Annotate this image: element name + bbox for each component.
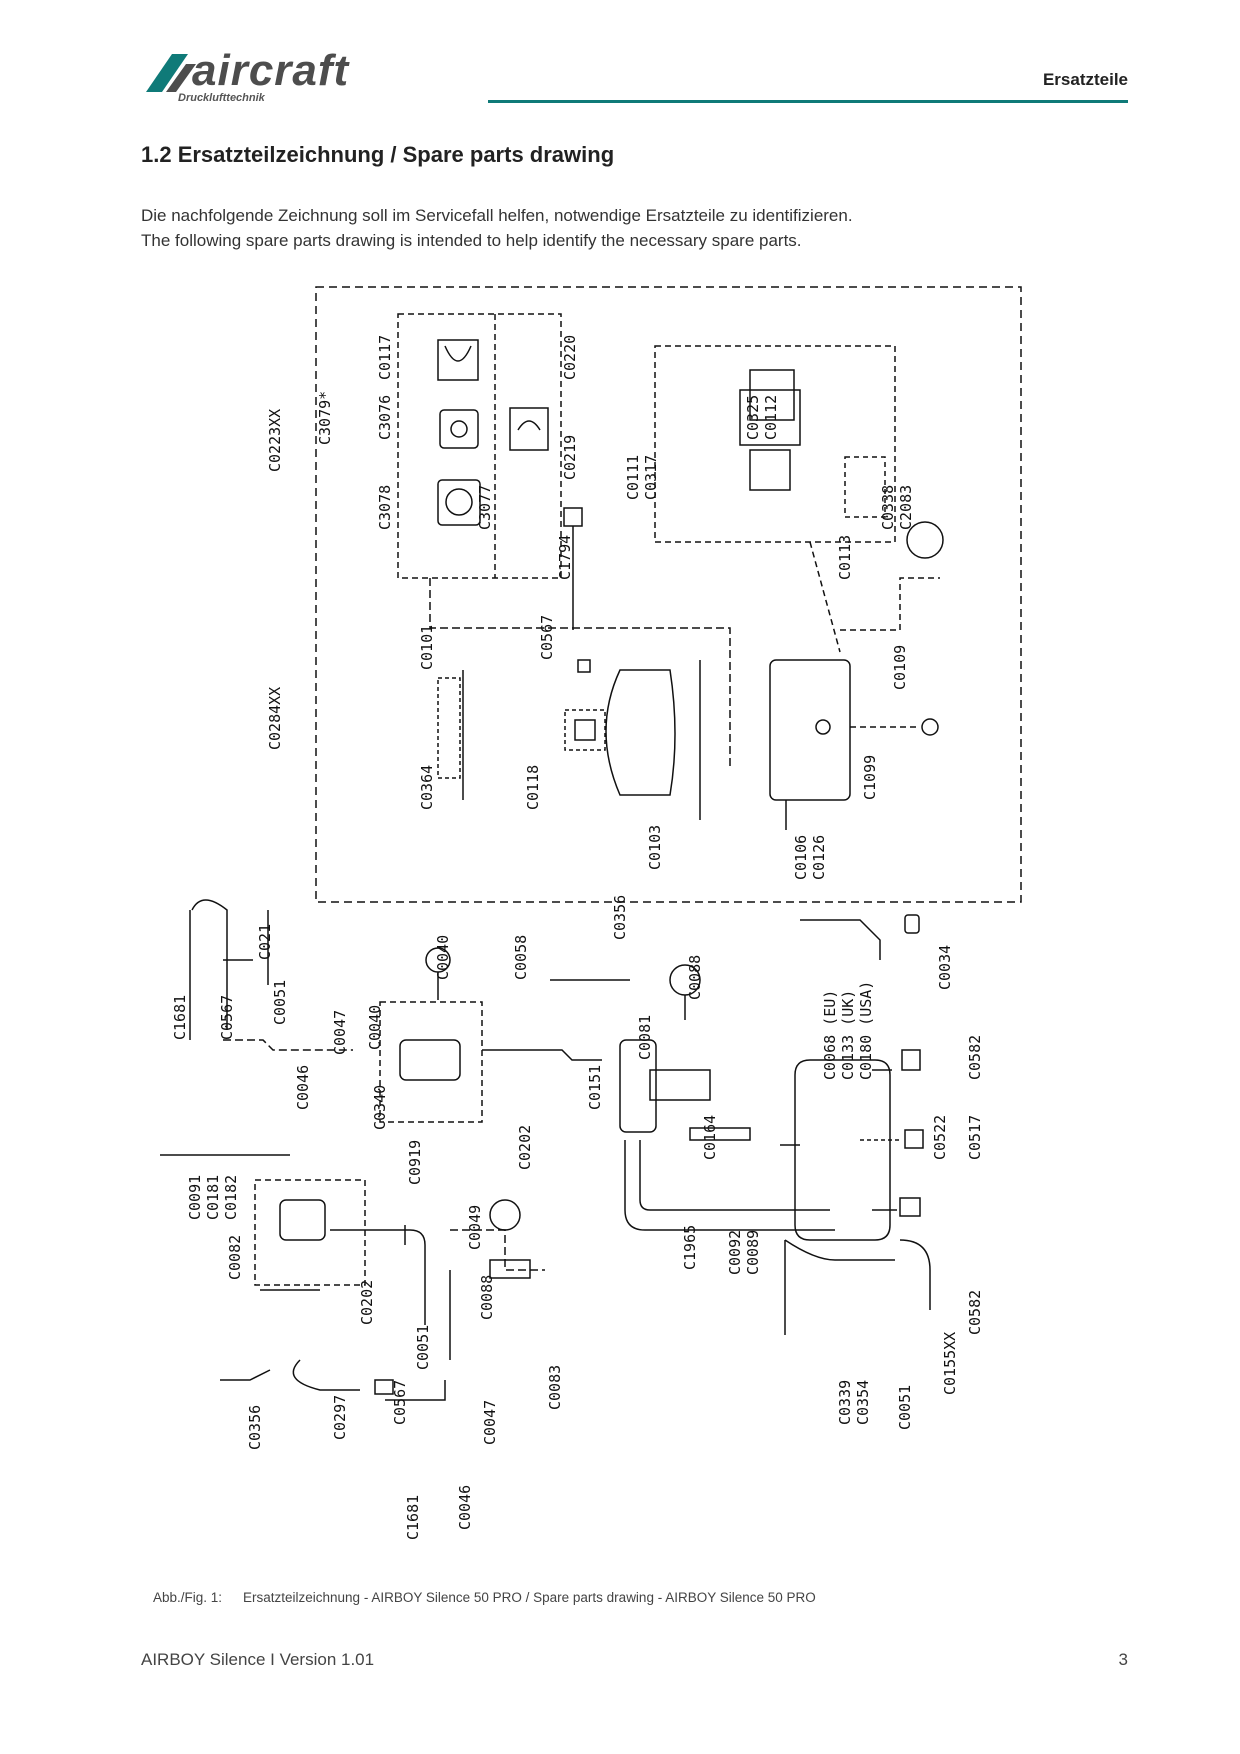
- footer-document-version: AIRBOY Silence I Version 1.01: [141, 1650, 375, 1669]
- svg-text:C0317: C0317: [642, 455, 660, 500]
- svg-text:C0111: C0111: [624, 455, 642, 500]
- section-tag: Ersatzteile: [1042, 70, 1128, 89]
- svg-text:C0091: C0091: [186, 1175, 204, 1220]
- svg-text:C0354: C0354: [854, 1380, 872, 1425]
- svg-text:C0068 (EU): C0068 (EU): [821, 990, 839, 1080]
- svg-text:C0103: C0103: [646, 825, 664, 870]
- svg-text:C0089: C0089: [744, 1230, 762, 1275]
- figure-caption: Abb./Fig. 1: Ersatzteilzeichnung - AIRBOY…: [153, 1590, 816, 1605]
- svg-text:C0582: C0582: [966, 1035, 984, 1080]
- svg-text:C0325: C0325: [744, 395, 762, 440]
- svg-text:C0522: C0522: [931, 1115, 949, 1160]
- intro-german: Die nachfolgende Zeichnung soll im Servi…: [141, 206, 853, 225]
- svg-text:C0180 (USA): C0180 (USA): [857, 981, 875, 1080]
- svg-text:C0181: C0181: [204, 1175, 222, 1220]
- svg-text:C0919: C0919: [406, 1140, 424, 1185]
- logo-wordmark: aircraft: [192, 46, 350, 95]
- svg-text:C0356: C0356: [611, 895, 629, 940]
- svg-text:C0051: C0051: [271, 980, 289, 1025]
- svg-text:C2083: C2083: [897, 485, 915, 530]
- svg-text:C0082: C0082: [226, 1235, 244, 1280]
- upper-assembly-frame: [315, 286, 1022, 903]
- svg-text:C0339: C0339: [836, 1380, 854, 1425]
- svg-text:C0133 (UK): C0133 (UK): [839, 990, 857, 1080]
- svg-text:C0223XX: C0223XX: [266, 409, 284, 472]
- svg-text:C0088: C0088: [686, 955, 704, 1000]
- svg-text:C0164: C0164: [701, 1115, 719, 1160]
- svg-text:C1681: C1681: [171, 995, 189, 1040]
- svg-text:C0117: C0117: [376, 335, 394, 380]
- svg-text:C0051: C0051: [414, 1325, 432, 1370]
- caption-prefix: Abb./Fig. 1:: [153, 1590, 223, 1605]
- svg-text:C0340: C0340: [371, 1085, 389, 1130]
- svg-text:C1681: C1681: [404, 1495, 422, 1540]
- svg-text:C0155XX: C0155XX: [941, 1332, 959, 1395]
- svg-text:C0106: C0106: [792, 835, 810, 880]
- svg-text:C0051: C0051: [896, 1385, 914, 1430]
- svg-text:C0364: C0364: [418, 765, 436, 810]
- svg-text:C1794: C1794: [556, 535, 574, 580]
- svg-text:C0356: C0356: [246, 1405, 264, 1450]
- svg-text:C0338: C0338: [879, 485, 897, 530]
- svg-text:C0101: C0101: [418, 625, 436, 670]
- svg-text:C0047: C0047: [481, 1400, 499, 1445]
- section-title: 1.2 Ersatzteilzeichnung / Spare parts dr…: [141, 142, 615, 167]
- svg-text:C0567: C0567: [391, 1380, 409, 1425]
- svg-text:C0297: C0297: [331, 1395, 349, 1440]
- svg-text:C0034: C0034: [936, 945, 954, 990]
- svg-text:C0081: C0081: [636, 1015, 654, 1060]
- header-rule: [488, 100, 1128, 103]
- svg-text:C0088: C0088: [478, 1275, 496, 1320]
- svg-text:C0202: C0202: [358, 1280, 376, 1325]
- spare-parts-drawing: C0223XX C0284XX C3079* C0117 C3076 C3078…: [160, 286, 1022, 1540]
- svg-text:C0109: C0109: [891, 645, 909, 690]
- svg-text:C0047: C0047: [331, 1010, 349, 1055]
- svg-text:C0182: C0182: [222, 1175, 240, 1220]
- svg-text:C0220: C0220: [561, 335, 579, 380]
- svg-text:C0118: C0118: [524, 765, 542, 810]
- aircraft-logo: aircraft Drucklufttechnik: [140, 46, 380, 108]
- svg-text:C0567: C0567: [538, 615, 556, 660]
- svg-text:C0202: C0202: [516, 1125, 534, 1170]
- svg-text:C0049: C0049: [466, 1205, 484, 1250]
- svg-text:C0567: C0567: [218, 995, 236, 1040]
- svg-text:C0112: C0112: [762, 395, 780, 440]
- svg-text:C0126: C0126: [810, 835, 828, 880]
- page-number: 3: [1118, 1650, 1128, 1669]
- svg-text:C0092: C0092: [726, 1230, 744, 1275]
- svg-text:C0046: C0046: [294, 1065, 312, 1110]
- svg-text:C0113: C0113: [836, 535, 854, 580]
- svg-text:C0284XX: C0284XX: [266, 687, 284, 750]
- intro-text: Die nachfolgende Zeichnung soll im Servi…: [141, 203, 853, 253]
- svg-text:C0151: C0151: [586, 1065, 604, 1110]
- svg-text:C3079*: C3079*: [316, 391, 334, 445]
- svg-text:C0040: C0040: [366, 1005, 384, 1050]
- svg-text:C1965: C1965: [681, 1225, 699, 1270]
- svg-text:C0582: C0582: [966, 1290, 984, 1335]
- svg-text:C021: C021: [256, 924, 274, 960]
- svg-text:C0219: C0219: [561, 435, 579, 480]
- svg-text:C3076: C3076: [376, 395, 394, 440]
- logo-mark-icon: [146, 54, 196, 92]
- svg-text:C0046: C0046: [456, 1485, 474, 1530]
- svg-text:C3077: C3077: [476, 485, 494, 530]
- svg-text:C3078: C3078: [376, 485, 394, 530]
- intro-english: The following spare parts drawing is int…: [141, 231, 802, 250]
- svg-text:C0083: C0083: [546, 1365, 564, 1410]
- caption-text: Ersatzteilzeichnung - AIRBOY Silence 50 …: [243, 1590, 816, 1605]
- svg-text:C0058: C0058: [512, 935, 530, 980]
- svg-text:C0517: C0517: [966, 1115, 984, 1160]
- logo-subtitle: Drucklufttechnik: [178, 92, 265, 104]
- svg-text:C0040: C0040: [434, 935, 452, 980]
- svg-text:C1099: C1099: [861, 755, 879, 800]
